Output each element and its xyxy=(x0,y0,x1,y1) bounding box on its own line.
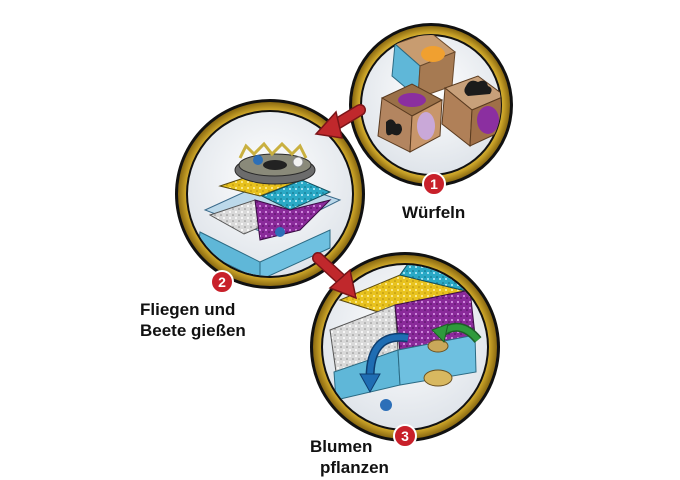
step-1-circle xyxy=(349,23,513,187)
step-3-label-line2: pflanzen xyxy=(320,458,389,477)
fly-icon xyxy=(292,156,304,168)
fly-icon xyxy=(253,155,263,165)
step-2-circle xyxy=(175,99,365,289)
die-icon xyxy=(441,75,501,147)
fly-icon xyxy=(275,227,285,237)
step-3-badge: 3 xyxy=(393,424,417,448)
step-1-badge: 1 xyxy=(422,172,446,196)
step-1-label: Würfeln xyxy=(402,203,466,222)
step-2-label-line1: Fliegen und xyxy=(140,300,236,319)
fly-icon xyxy=(380,399,392,411)
arrow-step2-to-step3 xyxy=(312,252,358,300)
step-2-badge: 2 xyxy=(210,270,234,294)
step-3-circle xyxy=(310,252,500,442)
die-icon xyxy=(377,83,444,153)
step-2-label-line2: Beete gießen xyxy=(140,321,246,340)
step-3-label-line1: Blumen xyxy=(310,437,373,456)
svg-text:1: 1 xyxy=(430,176,438,192)
flower-icon xyxy=(423,339,453,387)
arrow-step1-to-step2 xyxy=(314,104,366,139)
svg-text:2: 2 xyxy=(218,274,226,290)
svg-text:3: 3 xyxy=(401,428,409,444)
